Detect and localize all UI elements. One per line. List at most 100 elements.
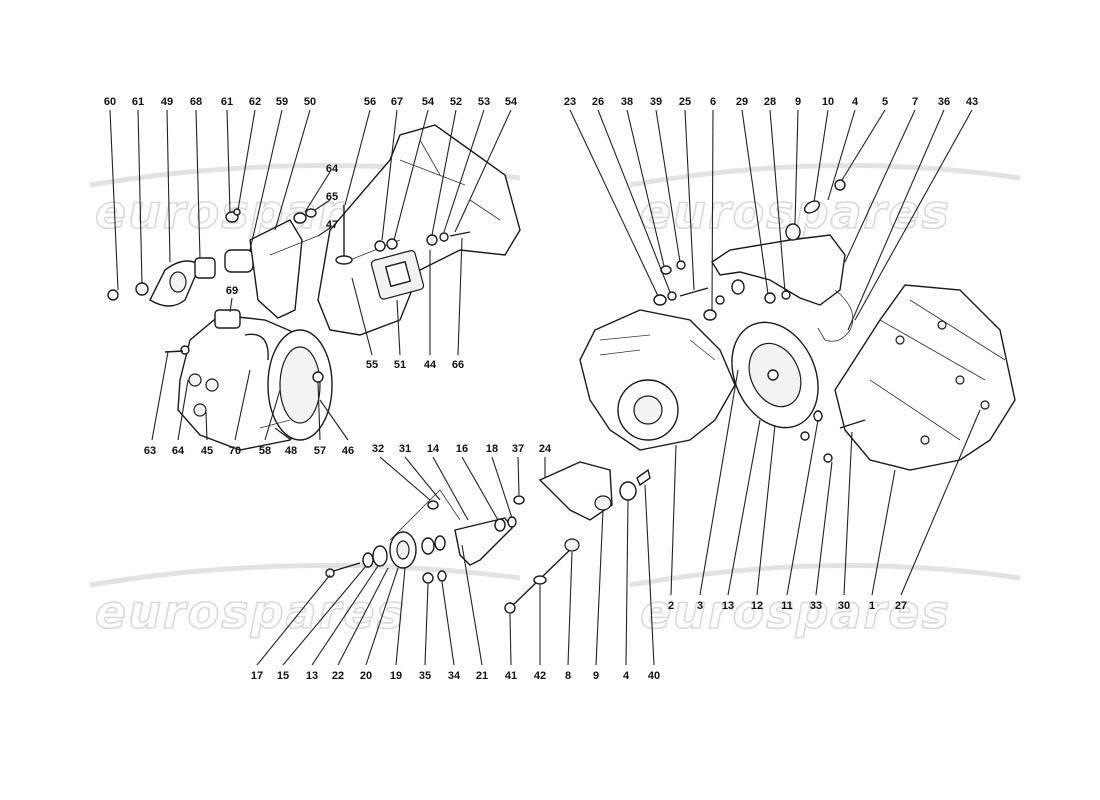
callout-label: 53 (478, 96, 490, 108)
washer-65 (305, 208, 317, 218)
callout-label: 51 (394, 359, 406, 371)
callout-label: 59 (276, 96, 288, 108)
hose-fitting-70 (244, 333, 269, 361)
bolt-hole (895, 335, 905, 345)
callout-label: 24 (539, 443, 552, 455)
pulley-hub (767, 369, 779, 381)
callout-label: 47 (326, 219, 338, 231)
callout-label: 41 (505, 670, 517, 682)
nut-37 (513, 495, 525, 505)
callout-label: 3 (697, 600, 703, 612)
washer (335, 255, 353, 265)
bolt-hole (937, 320, 947, 330)
bushing (169, 271, 187, 293)
spacer-6 (703, 309, 717, 321)
bolt-head (107, 289, 119, 301)
nut-35 (422, 572, 434, 584)
bolt-17 (329, 562, 361, 573)
washer-15 (362, 552, 374, 568)
nut-31 (427, 500, 439, 510)
callout-label: 29 (736, 96, 748, 108)
washer-28 (781, 290, 791, 300)
callout-label: 6 (710, 96, 716, 108)
washer-42 (533, 575, 547, 585)
callout-label: 17 (251, 670, 263, 682)
callout-label: 68 (190, 96, 202, 108)
washer-39 (676, 260, 686, 270)
callout-label: 25 (679, 96, 691, 108)
callout-label: 60 (104, 96, 116, 108)
bolt-head (504, 602, 516, 614)
spacer-22 (372, 545, 388, 567)
washer-34 (437, 570, 447, 582)
clutch-plate (279, 346, 321, 424)
nut-11 (813, 410, 823, 422)
stud-25 (679, 287, 709, 297)
nut-5 (834, 179, 846, 191)
callout-label: 14 (427, 443, 440, 455)
callout-label: 27 (895, 600, 907, 612)
callout-label: 19 (390, 670, 402, 682)
callout-label: 43 (966, 96, 978, 108)
washer (135, 282, 149, 296)
callout-label: 67 (391, 96, 403, 108)
washer (715, 295, 725, 305)
nut-8 (564, 538, 580, 552)
callout-label: 69 (226, 285, 238, 297)
callout-label: 61 (221, 96, 233, 108)
bolt-boss (193, 403, 207, 417)
callout-label: 39 (650, 96, 662, 108)
nut-64 (293, 212, 307, 224)
callout-label: 61 (132, 96, 144, 108)
ac-compressor-assembly (164, 309, 333, 451)
callout-label: 36 (938, 96, 950, 108)
alternator-ribs (599, 334, 716, 361)
callout-label: 63 (144, 445, 156, 457)
callout-label: 57 (314, 445, 326, 457)
callout-label: 12 (751, 600, 763, 612)
callout-label: 28 (764, 96, 776, 108)
callout-label: 33 (810, 600, 822, 612)
watermark-group: eurospares eurospares eurospares eurospa… (89, 163, 1021, 640)
bolt-boss (188, 373, 202, 387)
bracket-24 (538, 461, 613, 521)
callout-label: 20 (360, 670, 372, 682)
washer-4 (619, 481, 637, 501)
bolt-boss (205, 378, 219, 392)
housing-ribs (869, 299, 1006, 441)
callout-label: 45 (201, 445, 213, 457)
callout-label: 48 (285, 445, 297, 457)
bolt-hole (955, 375, 965, 385)
bolt-hole (980, 400, 990, 410)
spring-40 (636, 468, 651, 487)
callout-label: 32 (372, 443, 384, 455)
nut-23 (653, 294, 667, 306)
callout-label: 21 (476, 670, 488, 682)
callout-label: 62 (249, 96, 261, 108)
callout-label: 49 (161, 96, 173, 108)
bellhousing (317, 124, 521, 336)
callout-label: 11 (781, 600, 793, 612)
bolt-63 (180, 345, 190, 355)
callout-label: 7 (912, 96, 918, 108)
watermark-swoosh (629, 563, 1021, 588)
bushing-59 (224, 249, 254, 273)
callout-label: 44 (424, 359, 437, 371)
alternator-assembly (579, 179, 854, 451)
bolt-head (325, 568, 335, 578)
washer-53 (439, 232, 449, 242)
callout-label: 56 (364, 96, 376, 108)
belt-guide (389, 489, 461, 541)
watermark-text: eurospares (640, 585, 951, 639)
bracket-50 (249, 219, 303, 319)
spacer-68 (194, 257, 216, 279)
callout-label: 9 (795, 96, 801, 108)
callout-label: 13 (722, 600, 734, 612)
callout-label: 42 (534, 670, 546, 682)
callout-label: 16 (456, 443, 468, 455)
bolt-shank (164, 350, 184, 353)
callout-label: 9 (593, 670, 599, 682)
washer-26 (667, 291, 677, 301)
callout-label: 37 (512, 443, 524, 455)
